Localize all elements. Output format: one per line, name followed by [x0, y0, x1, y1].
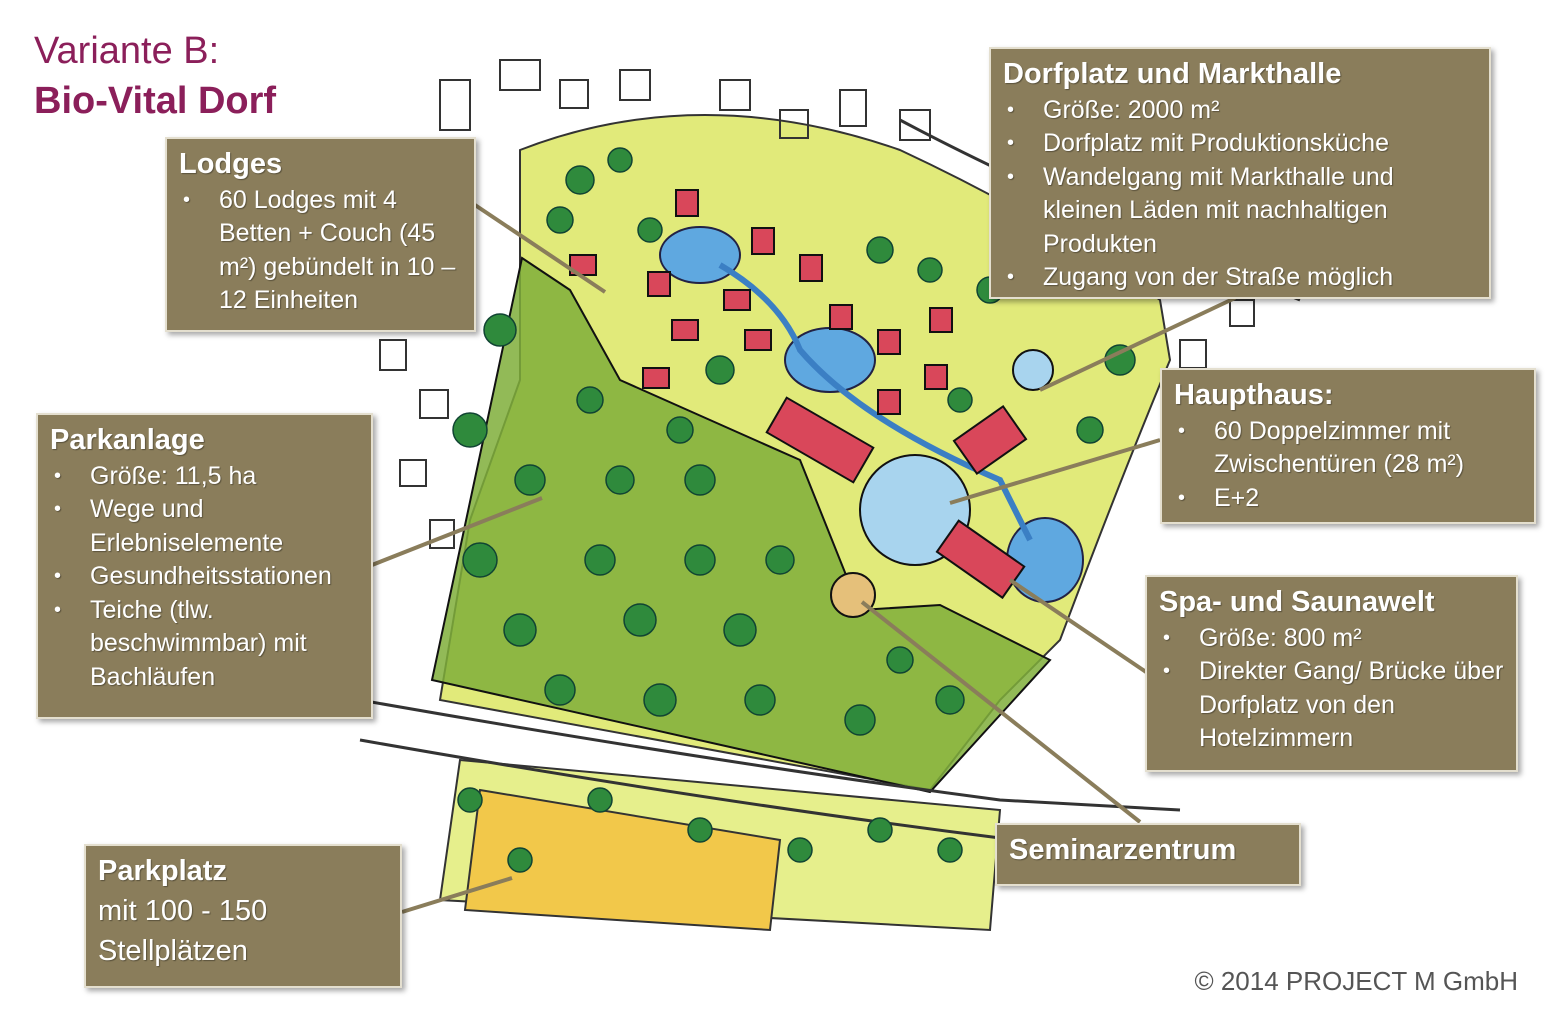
callout-haupthaus-item: 60 Doppelzimmer mit Zwischentüren (28 m²…: [1174, 415, 1522, 482]
seminar-rotunda: [830, 572, 876, 618]
callout-dorfplatz-title: Dorfplatz und Markthalle: [1003, 58, 1342, 90]
callout-dorfplatz: Dorfplatz und Markthalle Größe: 2000 m² …: [989, 47, 1491, 299]
callout-lodges: Lodges 60 Lodges mit 4 Betten + Couch (4…: [165, 137, 476, 332]
title-variant: Variante B:: [34, 30, 220, 72]
main-hall-rotunda: [859, 454, 971, 566]
callout-seminar: Seminarzentrum: [995, 823, 1301, 886]
callout-lodges-list: 60 Lodges mit 4 Betten + Couch (45 m²) g…: [179, 184, 462, 318]
callout-haupthaus-list: 60 Doppelzimmer mit Zwischentüren (28 m²…: [1174, 415, 1522, 516]
callout-dorfplatz-item: Zugang von der Straße möglich: [1003, 261, 1477, 295]
parking-lot: [463, 788, 782, 932]
callout-haupthaus-title: Haupthaus:: [1174, 379, 1334, 411]
callout-spa-item: Direkter Gang/ Brücke über Dorfplatz von…: [1159, 655, 1504, 756]
road: [359, 698, 1181, 812]
stream: [718, 262, 1033, 542]
callout-parkanlage-item: Teiche (tlw. beschwimmbar) mit Bachläufe…: [50, 594, 359, 695]
pond: [1006, 517, 1084, 603]
callout-spa-item: Größe: 800 m²: [1159, 622, 1504, 656]
callout-parkplatz-title: Parkplatz: [98, 855, 227, 887]
callout-parkplatz-line2: Stellplätzen: [98, 934, 248, 967]
callout-parkanlage-title: Parkanlage: [50, 424, 205, 456]
callout-dorfplatz-item: Wandelgang mit Markthalle und kleinen Lä…: [1003, 161, 1477, 262]
main-house-wing: [765, 396, 875, 484]
title-main: Bio-Vital Dorf: [34, 80, 277, 122]
pond: [659, 226, 741, 284]
lodge-group: [569, 189, 953, 415]
road-edge: [359, 738, 1181, 852]
callout-haupthaus: Haupthaus: 60 Doppelzimmer mit Zwischent…: [1160, 368, 1536, 524]
village-square-rotunda: [1012, 349, 1054, 391]
tree-group: [452, 147, 1136, 873]
leader-lines: [371, 203, 1236, 914]
callout-spa-title: Spa- und Saunawelt: [1159, 586, 1435, 618]
callout-haupthaus-item: E+2: [1174, 482, 1522, 516]
callout-spa-list: Größe: 800 m² Direkter Gang/ Brücke über…: [1159, 622, 1504, 756]
market-hall: [952, 405, 1028, 475]
callout-parkanlage-item: Gesundheitsstationen: [50, 560, 359, 594]
callout-parkanlage-item: Größe: 11,5 ha: [50, 460, 359, 494]
callout-parkanlage-item: Wege und Erlebniselemente: [50, 493, 359, 560]
callout-parkanlage-list: Größe: 11,5 ha Wege und Erlebniselemente…: [50, 460, 359, 695]
callout-parkplatz-line1: mit 100 - 150: [98, 894, 268, 927]
callout-parkanlage: Parkanlage Größe: 11,5 ha Wege und Erleb…: [36, 413, 373, 719]
callout-parkplatz: Parkplatz mit 100 - 150 Stellplätzen: [84, 844, 402, 988]
callout-dorfplatz-item: Dorfplatz mit Produktionsküche: [1003, 127, 1477, 161]
callout-seminar-title: Seminarzentrum: [1009, 834, 1237, 866]
callout-lodges-title: Lodges: [179, 148, 283, 180]
copyright: © 2014 PROJECT M GmbH: [1194, 966, 1518, 996]
callout-lodges-item: 60 Lodges mit 4 Betten + Couch (45 m²) g…: [179, 184, 462, 318]
callout-dorfplatz-item: Größe: 2000 m²: [1003, 94, 1477, 128]
callout-spa: Spa- und Saunawelt Größe: 800 m² Direkte…: [1145, 575, 1518, 772]
callout-dorfplatz-list: Größe: 2000 m² Dorfplatz mit Produktions…: [1003, 94, 1477, 295]
